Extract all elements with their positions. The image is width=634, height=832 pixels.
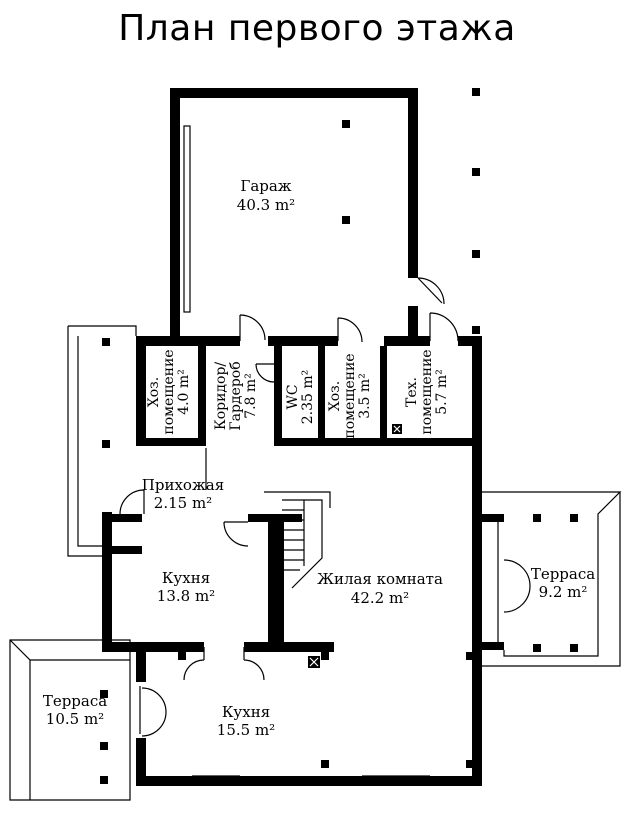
kitchen2-area: 15.5 m² xyxy=(217,721,275,739)
garage-area: 40.3 m² xyxy=(237,196,295,214)
room-labels: Гараж 40.3 m² Хоз. помещение 4.0 m² Кори… xyxy=(43,177,595,739)
storage2-name1: Хоз. xyxy=(327,381,343,411)
kitchen2-double-door xyxy=(183,647,265,681)
kitchen1-area: 13.8 m² xyxy=(157,587,215,605)
storage1-area: 4.0 m² xyxy=(176,369,192,415)
garage-side-door xyxy=(417,277,445,305)
storage1-name2: помещение xyxy=(161,349,177,434)
kitchen1-window xyxy=(102,555,112,636)
living-area: 42.2 m² xyxy=(351,589,409,607)
hall-door xyxy=(223,521,249,547)
kitchen1-name: Кухня xyxy=(162,569,210,587)
plan-title: План первого этажа xyxy=(118,8,516,49)
tech-area: 5.7 m² xyxy=(434,369,450,415)
storage2-name2: помещение xyxy=(342,353,358,438)
hall-walls xyxy=(102,514,284,644)
terrace-right xyxy=(482,491,622,667)
terrace-left-door xyxy=(139,686,167,737)
kitchen-walls xyxy=(102,514,504,786)
front-door xyxy=(119,489,145,515)
service-row-walls xyxy=(136,336,482,516)
terrace-left-area: 10.5 m² xyxy=(46,710,104,728)
stairs xyxy=(264,491,331,589)
hall-area: 2.15 m² xyxy=(154,494,212,512)
storage2-area: 3.5 m² xyxy=(357,373,373,419)
kitchen2-name: Кухня xyxy=(222,703,270,721)
wc-name: WC xyxy=(285,384,301,409)
service-door xyxy=(337,317,363,343)
tech-name2: помещение xyxy=(419,349,435,434)
corridor-door xyxy=(239,314,266,341)
terrace-left xyxy=(9,639,131,801)
entry-porch xyxy=(67,325,137,557)
corridor-name2: Гардероб xyxy=(228,361,244,430)
hall-name: Прихожая xyxy=(142,476,224,494)
storage1-name1: Хоз. xyxy=(146,377,162,407)
tech-door xyxy=(429,312,459,342)
terrace-left-name: Терраса xyxy=(43,692,107,710)
wc-door xyxy=(255,363,275,383)
garage-walls xyxy=(170,88,418,340)
garage-door xyxy=(183,125,191,313)
terrace-right-area: 9.2 m² xyxy=(539,583,588,601)
terrace-right-door xyxy=(497,522,531,642)
terrace-right-name: Терраса xyxy=(531,565,595,583)
tech-name1: Тех. xyxy=(404,377,420,407)
corridor-area: 7.8 m² xyxy=(243,373,259,419)
living-name: Жилая комната xyxy=(317,570,443,588)
wc-area: 2.35 m² xyxy=(300,370,316,425)
garage-name: Гараж xyxy=(240,177,291,195)
corridor-name1: Коридор/ xyxy=(213,362,229,431)
kitchen2-windows xyxy=(192,775,430,781)
